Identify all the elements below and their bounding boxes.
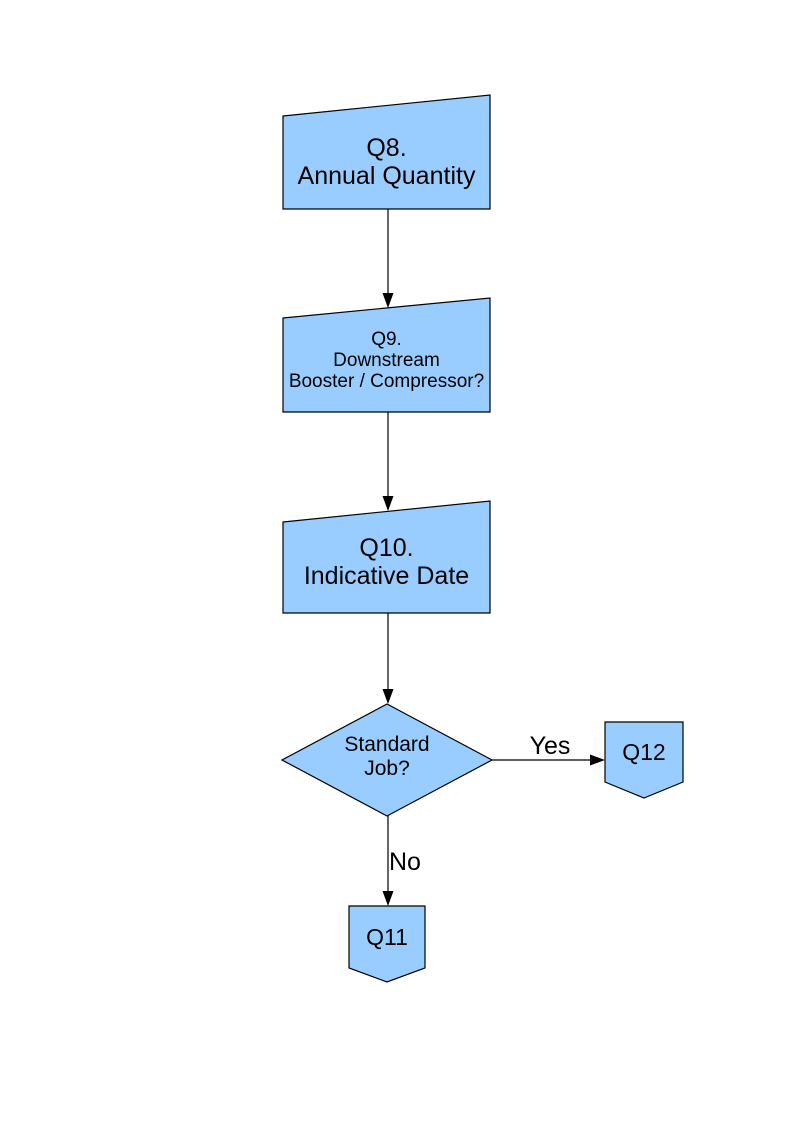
q10-node-shape xyxy=(282,500,491,614)
q9-label-line2: Downstream xyxy=(333,349,440,371)
q9-node-label: Q9. Downstream Booster / Compressor? xyxy=(283,314,490,406)
q12-label-line1: Q12 xyxy=(622,739,666,765)
arrowhead-q10-decision xyxy=(382,689,394,704)
q8-node-shape xyxy=(282,94,491,210)
q10-label-line1: Q10. xyxy=(359,534,414,562)
q11-node-shape xyxy=(348,905,426,983)
q9-node-shape xyxy=(282,297,491,413)
q11-label-line1: Q11 xyxy=(366,924,408,950)
q8-label-line2: Annual Quantity xyxy=(297,162,476,190)
q9-label-line3: Booster / Compressor? xyxy=(288,370,485,392)
arrowhead-decision-q12 xyxy=(590,754,605,766)
q9-label-line1: Q9. xyxy=(371,328,402,350)
yes-edge-label: Yes xyxy=(529,732,571,760)
decision-node-label: Standard Job? xyxy=(282,701,492,812)
arrowhead-q8-q9 xyxy=(382,293,394,308)
decision-label-line2: Job? xyxy=(364,756,410,780)
q8-node-label: Q8. Annual Quantity xyxy=(283,118,490,206)
q10-node-label: Q10. Indicative Date xyxy=(283,516,490,608)
decision-diamond-shape xyxy=(280,703,494,817)
arrowhead-q9-q10 xyxy=(382,496,394,511)
q10-label-line2: Indicative Date xyxy=(303,562,470,590)
q8-label-line1: Q8. xyxy=(366,134,407,162)
q12-node-shape xyxy=(604,721,684,799)
q12-node-label: Q12 xyxy=(605,722,683,782)
arrowhead-decision-q11 xyxy=(382,891,394,906)
decision-label-line1: Standard xyxy=(344,732,430,756)
q11-node-label: Q11 xyxy=(349,906,425,968)
no-edge-label: No xyxy=(389,848,421,876)
